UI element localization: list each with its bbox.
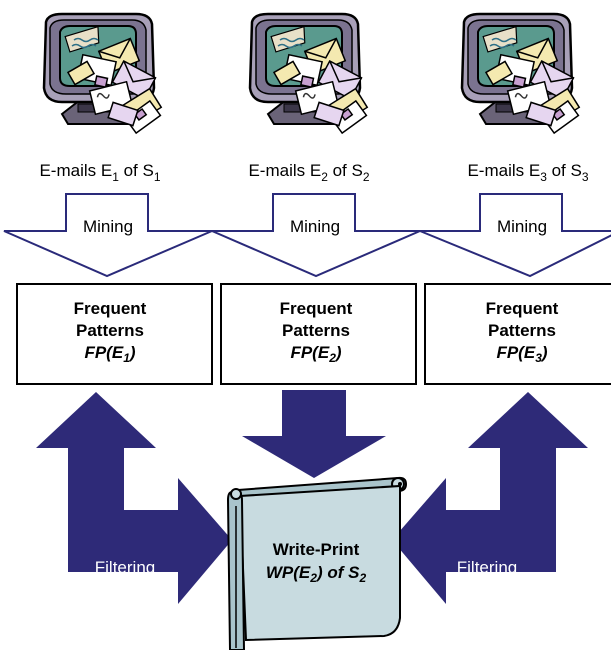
email-label-s2: E-mails E2 of S2	[248, 161, 369, 184]
mining-arrow-1	[3, 193, 213, 278]
fp-box-2	[220, 283, 417, 385]
filter-arrow-left	[36, 392, 232, 604]
fp-title-1b: Patterns	[76, 321, 144, 340]
email-label-s1: E-mails E1 of S1	[39, 161, 160, 184]
fp-title-2a: Frequent	[280, 299, 353, 318]
email-label-s3: E-mails E3 of S3	[467, 161, 588, 184]
mining-arrow-2	[211, 193, 421, 278]
writeprint-scroll	[226, 476, 408, 650]
fp-box-3	[424, 283, 611, 385]
filter-arrow-right	[392, 392, 588, 604]
fp-title-3b: Patterns	[488, 321, 556, 340]
filtering-label-left: Filtering	[95, 558, 155, 577]
email-computer-icon	[248, 12, 369, 135]
fp-title-3a: Frequent	[486, 299, 559, 318]
fp-title-1a: Frequent	[74, 299, 147, 318]
fp-formula-2: FP(E2)	[290, 343, 341, 365]
filtering-label-right: Filtering	[457, 558, 517, 577]
writeprint-formula: WP(E2) of S2	[266, 563, 367, 585]
email-computer-icon	[460, 12, 581, 135]
email-computer-icon	[42, 12, 163, 135]
writeprint-title: Write-Print	[273, 540, 360, 559]
fp-box-1	[16, 283, 213, 385]
mining-label-3: Mining	[497, 217, 547, 236]
fp-formula-3: FP(E3)	[496, 343, 547, 365]
fp-title-2b: Patterns	[282, 321, 350, 340]
down-arrow-center	[242, 390, 386, 478]
mining-label-1: Mining	[83, 217, 133, 236]
mining-label-2: Mining	[290, 217, 340, 236]
mining-arrow-3	[419, 193, 611, 278]
fp-formula-1: FP(E1)	[84, 343, 135, 365]
